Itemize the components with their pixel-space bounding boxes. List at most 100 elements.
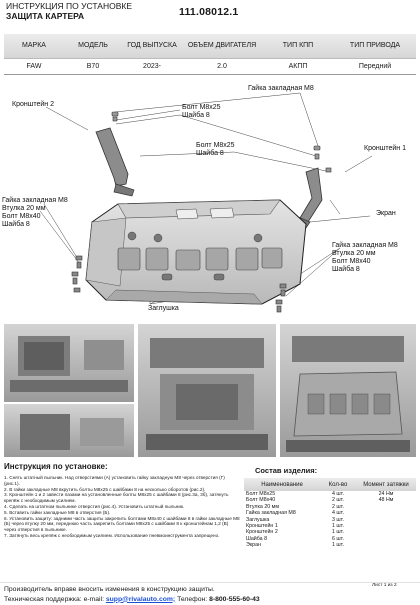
title-line-product: ЗАЩИТА КАРТЕРА — [6, 10, 85, 21]
instructions-title: Инструкция по установке: — [4, 462, 108, 471]
instructions-list: 1. Снять штатный пыльник. Над отверстиям… — [4, 475, 240, 539]
cell-drive: Передний — [334, 57, 416, 75]
component-qty: 2 шт. — [332, 503, 344, 510]
label-bracket-1: Кронштейн 1 — [364, 145, 406, 152]
photo-strip — [4, 324, 416, 457]
document-title: ИНСТРУКЦИЯ ПО УСТАНОВКЕ ЗАЩИТА КАРТЕРА — [6, 1, 132, 21]
components-table: Наименование Кол-во Момент затяжки Болт … — [244, 478, 416, 549]
label-bracket-2: Кронштейн 2 — [12, 101, 54, 108]
instruction-step: 6. Установить защиту: задними часть защи… — [4, 515, 240, 533]
vehicle-spec-table: МАРКА МОДЕЛЬ ГОД ВЫПУСКА ОБЪЕМ ДВИГАТЕЛЯ… — [4, 34, 416, 75]
instruction-step: 2. В гайки закладные М8 вкрутить болты М… — [4, 486, 206, 492]
table-row: Втулка 20 мм 2 шт. — [244, 504, 416, 510]
table-row: Экран 1 шт. — [244, 542, 416, 548]
spec-data-row: FAW B70 2023- 2.0 АКПП Передний — [4, 57, 416, 75]
table-row: Заглушка 3 шт. — [244, 517, 416, 523]
component-name: Шайба 8 — [246, 535, 268, 542]
label-bolt-left: Болт М8х40 — [2, 213, 41, 220]
component-qty: 6 шт. — [332, 535, 344, 542]
component-qty: 1 шт. — [332, 523, 344, 530]
table-row: Кронштейн 1 1 шт. — [244, 523, 416, 529]
component-name: Заглушка — [246, 516, 270, 523]
label-washer-mid: Шайба 8 — [196, 150, 224, 157]
cell-model: B70 — [64, 57, 122, 75]
support-email-link[interactable]: supp@rivalauto.com; — [105, 595, 176, 603]
label-washer-left: Шайба 8 — [2, 221, 30, 228]
photo-fig-1 — [4, 324, 134, 402]
support-phone[interactable]: 8-800-555-60-43 — [209, 595, 260, 603]
document-header: ИНСТРУКЦИЯ ПО УСТАНОВКЕ ЗАЩИТА КАРТЕРА 1… — [4, 1, 416, 24]
label-bolt-mid: Болт М8х25 — [196, 142, 235, 149]
component-qty: 4 шт. — [332, 510, 344, 517]
cell-gearbox: АКПП — [262, 57, 334, 75]
table-row: Болт М8х25 4 шт. 24 Нм — [244, 491, 416, 497]
label-nut-top: Гайка закладная М8 — [248, 85, 314, 92]
component-qty: 1 шт. — [332, 529, 344, 536]
label-bolt-top: Болт М8х25 — [182, 104, 221, 111]
col-drive: ТИП ПРИВОДА — [334, 34, 416, 58]
support-label: Техническая поддержка: e-mail: — [4, 595, 106, 603]
component-name: Болт М8х25 — [246, 491, 276, 497]
phone-label: Телефон: — [175, 595, 210, 603]
col-qty: Кол-во — [320, 478, 356, 491]
component-qty: 3 шт. — [332, 516, 344, 523]
skid-plate-part — [85, 199, 307, 305]
support-line: Техническая поддержка: e-mail: supp@riva… — [4, 595, 260, 605]
instruction-step: 3. Кронштейн 1 и 2 завести пазами на уст… — [4, 492, 229, 504]
components-title: Состав изделия: — [255, 466, 318, 475]
component-qty: 4 шт. — [332, 491, 344, 497]
label-washer-right: Шайба 8 — [332, 266, 360, 273]
col-engine: ОБЪЕМ ДВИГАТЕЛЯ — [182, 34, 262, 58]
table-row: Гайка закладная М8 4 шт. — [244, 510, 416, 516]
assembly-diagram: Гайка закладная М8 Кронштейн 2 Болт М8х2… — [0, 72, 420, 324]
table-row: Болт М8х40 2 шт. 48 Нм — [244, 497, 416, 503]
page-number: Лист 1 из 2 — [372, 583, 397, 588]
component-name: Кронштейн 1 — [246, 523, 278, 530]
table-row: Кронштейн 2 1 шт. — [244, 529, 416, 535]
document-footer: Производитель вправе вносить изменения в… — [4, 585, 260, 604]
component-torque: 24 Нм — [378, 491, 394, 497]
footer-divider — [0, 582, 420, 583]
label-washer-top: Шайба 8 — [182, 112, 210, 119]
lower-left-fasteners — [71, 255, 83, 293]
component-name: Гайка закладная М8 — [246, 510, 296, 517]
col-torque: Момент затяжки — [356, 478, 416, 491]
instruction-step: 5. Вставить гайки закладные М8 в отверст… — [4, 509, 111, 515]
label-bolt-right: Болт М8х40 — [332, 258, 371, 265]
title-line-instruction: ИНСТРУКЦИЯ ПО УСТАНОВКЕ — [6, 1, 132, 11]
instruction-step: 4. Сделать на штатном пыльнике отверстия… — [4, 503, 185, 509]
component-torque — [356, 542, 416, 548]
component-qty: 1 шт. — [332, 542, 344, 549]
col-year: ГОД ВЫПУСКА — [122, 34, 182, 58]
label-plug: Заглушка — [148, 305, 179, 312]
component-name: Кронштейн 2 — [246, 529, 278, 536]
instruction-step: 7. Затянуть весь крепёж с необходимым ус… — [4, 532, 220, 538]
assembly-drawing — [39, 92, 373, 313]
photo-fig-2 — [4, 404, 134, 457]
label-sleeve-left: Втулка 20 мм — [2, 205, 46, 212]
label-nut-right: Гайка закладная М8 — [332, 242, 398, 249]
component-torque: 48 Нм — [378, 497, 394, 504]
component-qty: 2 шт. — [332, 497, 344, 504]
photo-fig-4 — [280, 324, 416, 457]
cell-year: 2023- — [122, 57, 182, 75]
bracket-2-part — [95, 127, 135, 197]
manufacturer-notice: Производитель вправе вносить изменения в… — [4, 586, 215, 593]
top-fasteners — [111, 111, 332, 173]
installation-photos — [0, 322, 420, 459]
lower-right-fasteners — [275, 283, 287, 313]
component-name: Болт М8х40 — [246, 497, 276, 504]
col-brand: МАРКА — [4, 34, 64, 58]
component-name: Втулка 20 мм — [246, 503, 279, 510]
label-sleeve-right: Втулка 20 мм — [332, 250, 376, 257]
components-header-row: Наименование Кол-во Момент затяжки — [244, 478, 416, 491]
component-name: Экран — [246, 542, 261, 549]
cell-engine: 2.0 — [182, 57, 262, 75]
label-nut-left: Гайка закладная М8 — [2, 197, 68, 204]
article-number: 111.08012.1 — [179, 6, 239, 18]
table-row: Шайба 8 6 шт. — [244, 536, 416, 542]
instruction-step: 1. Снять штатный пыльник. Над отверстиям… — [4, 475, 225, 486]
cell-brand: FAW — [4, 57, 64, 75]
photo-fig-3 — [138, 324, 276, 457]
label-screen: Экран — [376, 210, 396, 217]
